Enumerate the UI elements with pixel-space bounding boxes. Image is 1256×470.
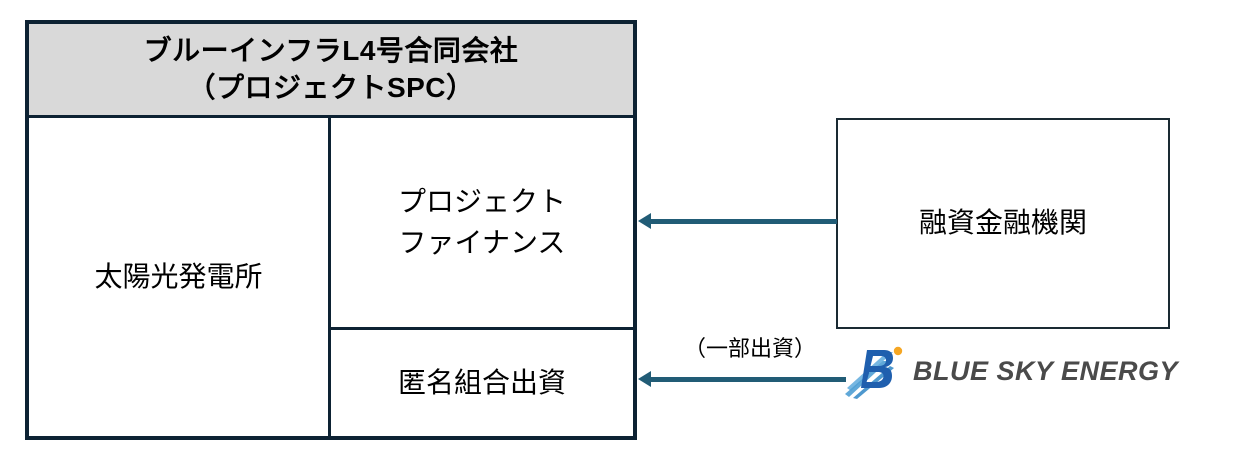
lender-box: 融資金融機関: [836, 118, 1170, 329]
loan-arrow: [638, 213, 837, 229]
spc-funding-column: プロジェクト ファイナンス 匿名組合出資: [331, 118, 633, 436]
spc-asset-cell: 太陽光発電所: [29, 118, 331, 436]
spc-structure-table: ブルーインフラL4号合同会社 （プロジェクトSPC） 太陽光発電所 プロジェクト…: [25, 20, 637, 440]
loan-arrow-line: [648, 219, 837, 224]
spc-asset-label: 太陽光発電所: [94, 260, 263, 292]
spc-header-cell: ブルーインフラL4号合同会社 （プロジェクトSPC）: [29, 24, 633, 118]
spc-project-finance-line1: プロジェクト: [397, 185, 566, 217]
spc-header-line1: ブルーインフラL4号合同会社: [143, 34, 519, 66]
equity-arrow: [638, 371, 846, 387]
spc-header-line2: （プロジェクトSPC）: [187, 71, 475, 103]
spc-project-finance-label: プロジェクト ファイナンス: [398, 182, 566, 263]
spc-header-text: ブルーインフラL4号合同会社 （プロジェクトSPC）: [144, 33, 519, 107]
loan-arrow-head-icon: [638, 213, 651, 229]
spc-project-finance-line2: ファイナンス: [398, 226, 566, 258]
spc-body: 太陽光発電所 プロジェクト ファイナンス 匿名組合出資: [29, 118, 633, 436]
spc-project-finance-cell: プロジェクト ファイナンス: [331, 118, 633, 330]
blue-sky-energy-logo: BLUE SKY ENERGY: [843, 340, 1178, 402]
equity-arrow-label: （一部出資）: [683, 336, 816, 361]
logo-accent-dot-icon: [893, 346, 903, 356]
equity-arrow-line: [648, 377, 846, 382]
spc-silent-partnership-cell: 匿名組合出資: [331, 330, 633, 436]
equity-arrow-head-icon: [638, 371, 651, 387]
blue-sky-energy-b-mark-icon: [843, 342, 905, 400]
spc-silent-partnership-label: 匿名組合出資: [397, 366, 566, 398]
lender-label: 融資金融機関: [918, 207, 1087, 239]
blue-sky-energy-wordmark: BLUE SKY ENERGY: [913, 355, 1179, 386]
